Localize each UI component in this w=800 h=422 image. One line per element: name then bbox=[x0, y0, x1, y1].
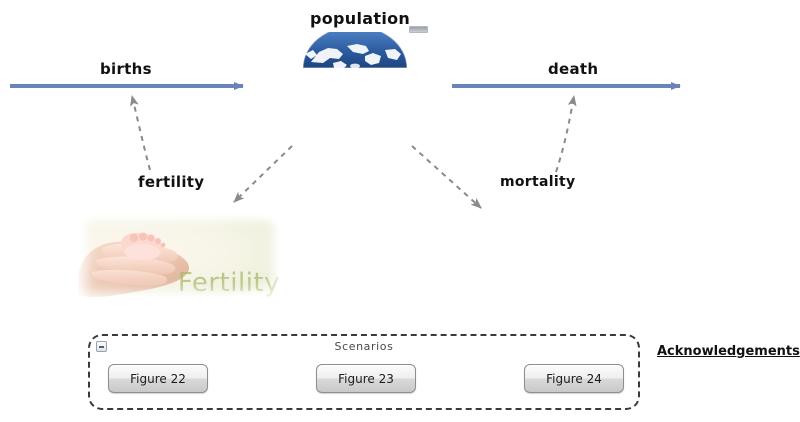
globe-hemisphere-icon bbox=[303, 32, 407, 68]
figure-24-button[interactable]: Figure 24 bbox=[524, 364, 624, 393]
figure-23-button[interactable]: Figure 23 bbox=[316, 364, 416, 393]
births-label: births bbox=[100, 60, 152, 78]
mortality-to-death-connector bbox=[555, 95, 577, 173]
collapse-minus-icon[interactable] bbox=[96, 341, 107, 352]
scenarios-group-title: Scenarios bbox=[334, 340, 394, 353]
photo-vignette bbox=[78, 212, 282, 300]
mortality-label: mortality bbox=[500, 174, 576, 190]
fertility-label: fertility bbox=[138, 173, 205, 191]
fertility-photo: Fertility bbox=[78, 212, 282, 300]
figure-22-button[interactable]: Figure 22 bbox=[108, 364, 208, 393]
fertility-to-births-connector bbox=[130, 95, 151, 171]
population-to-mortality-connector bbox=[411, 145, 482, 209]
population-to-fertility-connector bbox=[233, 145, 293, 203]
scenarios-group-box: Scenarios Figure 22 Figure 23 Figure 24 bbox=[88, 334, 640, 410]
population-label: population bbox=[310, 9, 411, 28]
minimize-dash-icon[interactable] bbox=[409, 26, 428, 33]
acknowledgements-link[interactable]: Acknowledgements bbox=[657, 344, 800, 359]
death-label: death bbox=[548, 60, 599, 78]
fertility-caption: Fertility bbox=[177, 268, 280, 298]
